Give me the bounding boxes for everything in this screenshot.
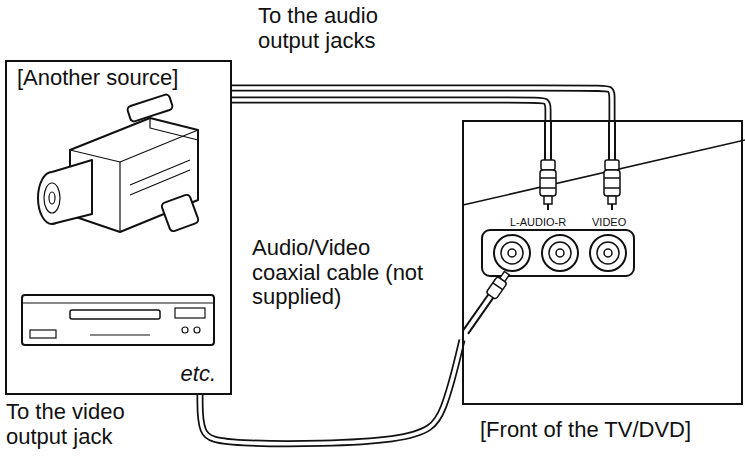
jack-label: L-AUDIO-R [510, 216, 566, 228]
av-cable [232, 100, 548, 120]
box-heading: [Another source] [17, 66, 178, 91]
cable-outline [232, 88, 612, 120]
av-cable [200, 340, 462, 444]
rca-plug [604, 120, 620, 210]
jack-panel [482, 230, 634, 276]
jack-label: VIDEO [592, 216, 626, 228]
cable-core [200, 340, 462, 444]
panel-caption: [Front of the TV/DVD] [480, 418, 691, 443]
camcorder [38, 94, 199, 233]
rca-plug [461, 270, 512, 336]
source-box: [Another source] etc. [5, 60, 232, 395]
etc-note: etc. [181, 362, 216, 387]
video-note: To the video output jack [6, 400, 166, 449]
vcr [22, 295, 214, 345]
tv-front-panel: L-AUDIO-RVIDEO[Front of the TV/DVD] [462, 120, 743, 405]
panel-edge [463, 140, 745, 205]
cable-outline [232, 100, 548, 120]
rca-plug [540, 120, 556, 210]
audio-note: To the audio output jacks [258, 4, 433, 53]
av-cable [232, 88, 612, 120]
cable-outline [200, 340, 462, 444]
cable-core [232, 100, 548, 120]
cable-note: Audio/Video coaxial cable (not supplied) [252, 236, 432, 310]
cable-core [232, 88, 612, 120]
